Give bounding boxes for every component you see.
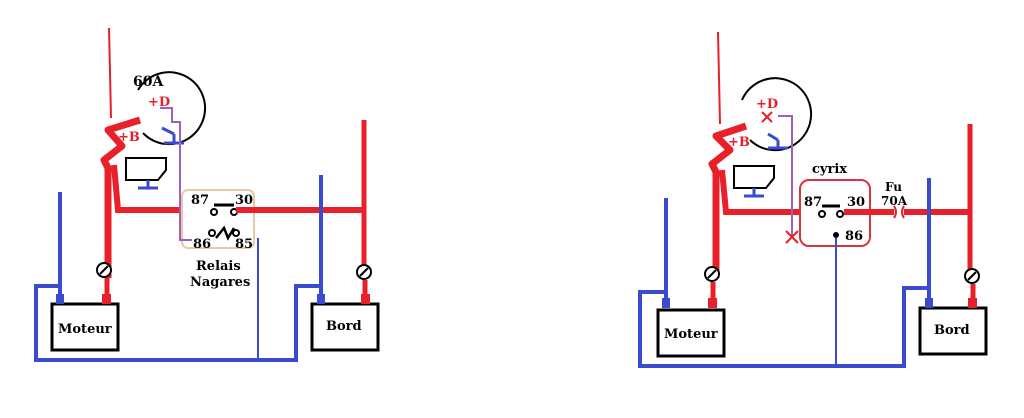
right-cyrix-switch-icon [818, 204, 844, 238]
right-cyrix-pin-87: 87 [804, 195, 822, 210]
left-diagram: 60A +D +B 87 30 86 85 [34, 27, 380, 362]
right-alt-b-label: +B [728, 135, 750, 150]
left-battery-engine [50, 302, 120, 352]
left-battery-engine-label: Moteur [58, 322, 112, 337]
right-d-plus-cross-icon [761, 111, 773, 123]
left-relay-switch-icon [208, 203, 240, 241]
right-fuse-icon [893, 205, 905, 219]
right-battery-onboard-neg-terminal [925, 298, 933, 308]
right-alt-d-label: +D [756, 97, 778, 112]
right-alternator-circle [741, 77, 813, 152]
left-battery-onboard-neg-terminal [317, 294, 325, 304]
left-battery-engine-pos-terminal [102, 294, 111, 304]
left-battery-engine-neg-terminal [56, 294, 64, 304]
left-battery-onboard [310, 302, 380, 352]
left-relay-pin-85: 85 [235, 237, 253, 252]
right-cyrix-pin-86: 86 [845, 229, 863, 244]
right-ground-loop [638, 286, 929, 368]
right-b-plus-wire [708, 122, 748, 278]
right-regulator-icon [733, 165, 775, 198]
right-battery-onboard [918, 306, 988, 356]
right-alternator-ground-icon [767, 132, 788, 150]
left-relay-pin-87: 87 [191, 193, 209, 208]
right-battery-engine-label: Moteur [664, 327, 718, 342]
left-alternator-rating: 60A [133, 74, 164, 90]
right-top-feed-wire [717, 31, 721, 125]
right-battery-engine [656, 308, 726, 358]
left-relay-pin-86: 86 [193, 237, 211, 252]
left-relay-name-2: Nagares [190, 275, 250, 290]
right-cyrix-pin-30: 30 [847, 195, 865, 210]
right-cyrix-name: cyrix [812, 162, 847, 177]
right-fuse-label-2: 70A [881, 194, 908, 208]
right-battery-onboard-label: Bord [934, 323, 970, 338]
left-top-feed-wire [108, 27, 112, 119]
right-battery-engine-pos-terminal [708, 298, 717, 308]
right-d-plus-disconnect-cross-icon [785, 230, 799, 244]
left-relay-pin-30: 30 [235, 193, 253, 208]
left-battery-onboard-pos-terminal [361, 294, 370, 304]
right-battery-onboard-pos-terminal [968, 298, 977, 308]
left-alt-b-label: +B [118, 130, 140, 145]
left-alt-d-label: +D [148, 95, 170, 110]
left-battery-onboard-label: Bord [326, 319, 362, 334]
right-wire-to-cyrix [719, 169, 822, 215]
right-diagram: +D +B cyrix 87 30 86 [638, 31, 988, 368]
right-battery-engine-neg-terminal [662, 298, 670, 308]
left-regulator-icon [125, 157, 167, 190]
left-b-plus-wire [100, 116, 142, 278]
right-d-plus-wire [778, 115, 793, 236]
left-ground-loop [34, 284, 321, 362]
left-relay-name-1: Relais [196, 259, 241, 274]
right-fuse-label-1: Fu [885, 180, 902, 194]
left-d-plus-wire [160, 107, 192, 241]
